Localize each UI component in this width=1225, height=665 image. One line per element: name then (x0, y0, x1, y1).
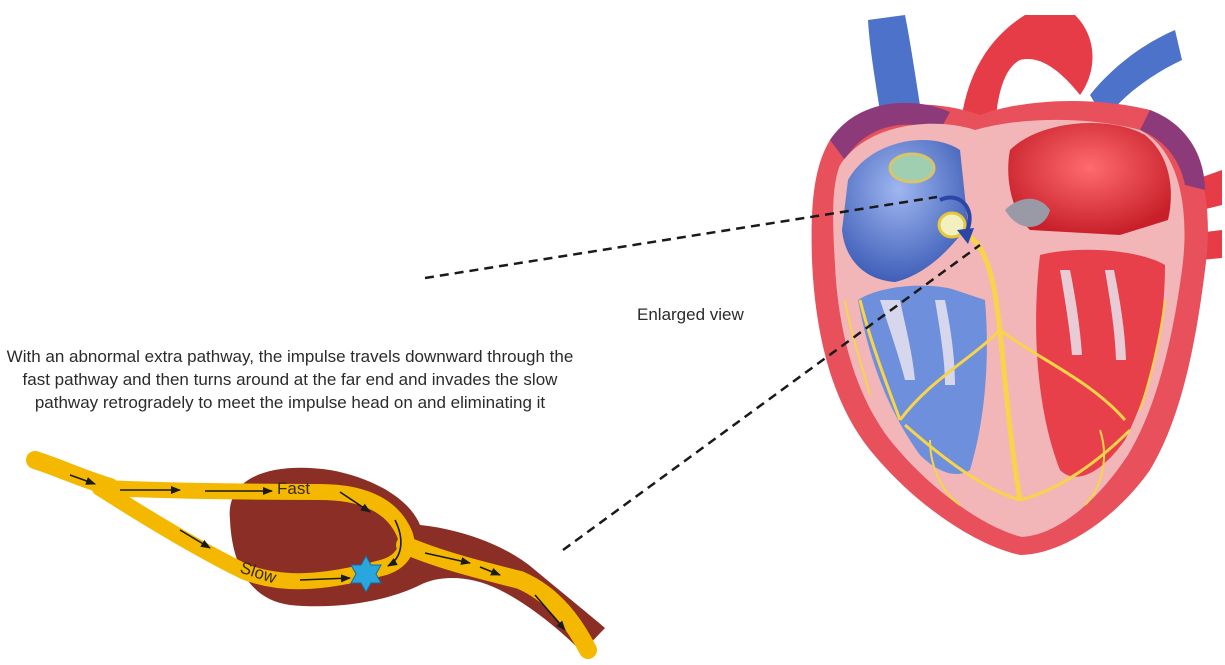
pathway-caption: With an abnormal extra pathway, the impu… (0, 345, 580, 414)
av-node-enlarged: Fast Slow (35, 460, 605, 652)
enlarged-view-label: Enlarged view (637, 305, 744, 325)
heart-illustration (812, 15, 1222, 555)
coronary-sinus (890, 154, 934, 182)
fast-label: Fast (277, 479, 310, 498)
